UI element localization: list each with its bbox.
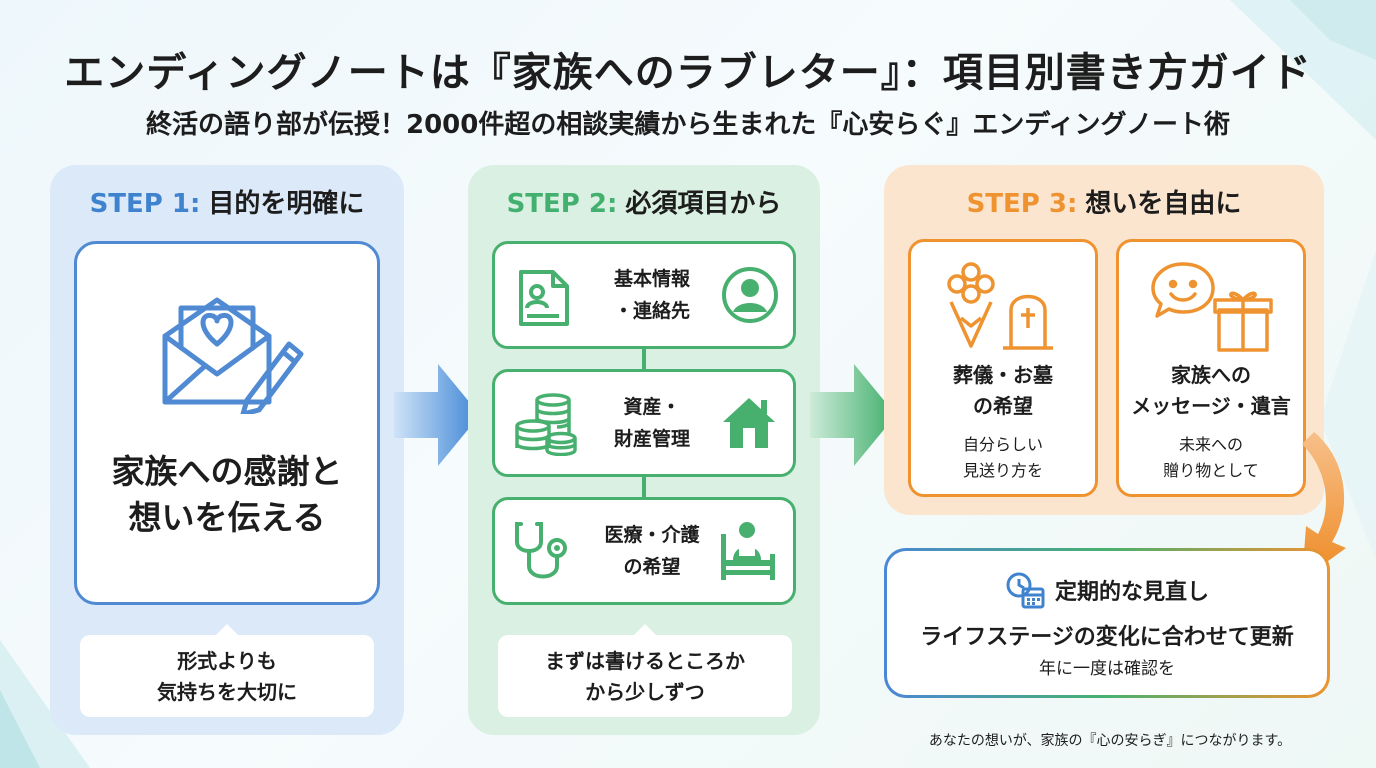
document-profile-icon — [519, 270, 569, 326]
clock-calendar-icon — [1006, 572, 1045, 609]
item-line-1: 医療・介護 — [604, 524, 700, 546]
step-1-callout: 形式よりも 気持ちを大切に — [80, 624, 374, 717]
step-3-panel: STEP 3:想いを自由に 葬儀・お墓 の希望 自分らしい 見送り方を — [884, 165, 1324, 515]
card-subtitle: 未来への 贈り物として — [1119, 432, 1303, 484]
card-title-line-2: メッセージ・遺言 — [1131, 394, 1291, 418]
card-sub-line-1: 自分らしい — [962, 435, 1043, 454]
step-3-heading: STEP 3:想いを自由に — [884, 183, 1324, 220]
step-1-panel: STEP 1:目的を明確に 家族への感謝と 想いを伝える 形式よりも 気持ちを大… — [50, 165, 404, 735]
house-icon — [723, 398, 775, 448]
step-2-panel: STEP 2:必須項目から 基本情報 ・連絡先 — [468, 165, 820, 735]
main-text-line-1: 家族への感謝と — [111, 452, 343, 491]
card-sub-line-2: 贈り物として — [1163, 461, 1259, 480]
callout-line-2: 気持ちを大切に — [157, 680, 297, 704]
step-2-heading: STEP 2:必須項目から — [468, 183, 820, 220]
item-line-2: ・連絡先 — [613, 300, 690, 322]
item-line-1: 資産・ — [623, 396, 681, 418]
item-medical: 医療・介護 の希望 — [492, 497, 796, 605]
step-3-title: 想いを自由に — [1085, 189, 1242, 219]
item-connector — [642, 349, 646, 369]
card-title-line-2: の希望 — [973, 394, 1033, 418]
step-1-title: 目的を明確に — [208, 189, 365, 219]
item-label: 医療・介護 の希望 — [593, 500, 711, 602]
card-title: 家族への メッセージ・遺言 — [1119, 360, 1303, 422]
card-message: 家族への メッセージ・遺言 未来への 贈り物として — [1116, 239, 1306, 497]
card-title: 葬儀・お墓 の希望 — [911, 360, 1095, 422]
review-title: 定期的な見直し — [1054, 580, 1209, 605]
item-label: 基本情報 ・連絡先 — [593, 244, 711, 346]
item-connector — [642, 477, 646, 497]
step-2-title: 必須項目から — [625, 189, 782, 219]
item-basic-info: 基本情報 ・連絡先 — [492, 241, 796, 349]
main-text-line-2: 想いを伝える — [128, 498, 326, 537]
footer-note: あなたの想いが、家族の『心の安らぎ』につながります。 — [928, 733, 1292, 749]
coins-stack-icon — [515, 393, 577, 456]
callout-line-1: 形式よりも — [177, 649, 277, 673]
review-box: 定期的な見直し ライフステージの変化に合わせて更新 年に一度は確認を — [884, 548, 1330, 698]
page-subtitle: 終活の語り部が伝授！2000件超の相談実績から生まれた『心安らぐ』エンディングノ… — [145, 110, 1231, 140]
card-title-line-1: 葬儀・お墓 — [953, 363, 1053, 387]
step-2-label: STEP 2: — [506, 189, 618, 219]
step-2-callout: まずは書けるところか から少しずつ — [498, 624, 792, 717]
speech-bubble-gift-icon — [1151, 262, 1273, 352]
card-subtitle: 自分らしい 見送り方を — [911, 432, 1095, 484]
card-sub-line-2: 見送り方を — [962, 461, 1043, 480]
review-inner: 定期的な見直し ライフステージの変化に合わせて更新 年に一度は確認を — [887, 551, 1327, 695]
item-line-1: 基本情報 — [613, 268, 690, 290]
item-label: 資産・ 財産管理 — [593, 372, 711, 474]
item-line-2: 財産管理 — [613, 428, 690, 450]
stethoscope-icon — [515, 522, 567, 579]
review-heading: 定期的な見直し — [887, 571, 1327, 609]
step-1-label: STEP 1: — [89, 189, 201, 219]
flowers-gravestone-icon — [947, 262, 1053, 350]
item-line-2: の希望 — [623, 556, 681, 578]
review-main-text: ライフステージの変化に合わせて更新 — [920, 625, 1294, 650]
love-letter-envelope-icon — [162, 297, 304, 414]
step-1-main-card: 家族への感謝と 想いを伝える — [74, 241, 380, 605]
step-1-main-text: 家族への感謝と 想いを伝える — [77, 449, 377, 541]
review-sub-text: 年に一度は確認を — [1039, 659, 1175, 679]
card-title-line-1: 家族への — [1171, 363, 1251, 387]
card-sub-line-1: 未来への — [1178, 435, 1243, 454]
callout-line-1: まずは書けるところか — [545, 649, 745, 673]
item-assets: 資産・ 財産管理 — [492, 369, 796, 477]
person-circle-icon — [722, 267, 778, 323]
patient-bed-icon — [721, 522, 775, 580]
step-3-label: STEP 3: — [966, 189, 1078, 219]
page-title: エンディングノートは『家族へのラブレター』：項目別書き方ガイド — [64, 50, 1312, 96]
callout-line-2: から少しずつ — [585, 680, 705, 704]
card-funeral: 葬儀・お墓 の希望 自分らしい 見送り方を — [908, 239, 1098, 497]
step-1-heading: STEP 1:目的を明確に — [50, 183, 404, 220]
